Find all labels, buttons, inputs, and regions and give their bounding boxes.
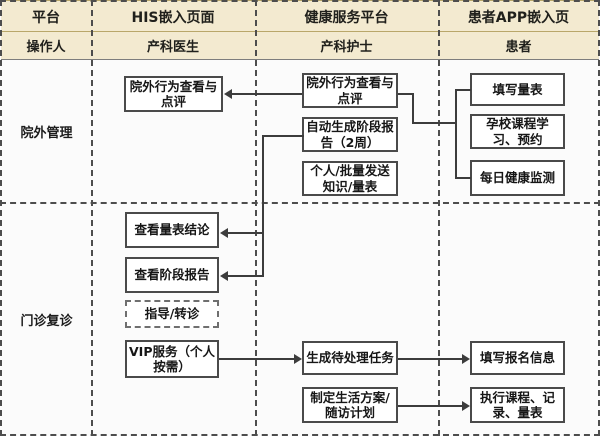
header-operator-label: 操作人 (1, 32, 91, 59)
column-divider-1 (91, 0, 93, 436)
node-app-execute[interactable]: 执行课程、记录、量表 (470, 387, 565, 423)
column-divider-2 (255, 0, 257, 436)
node-hsp-life-plan[interactable]: 制定生活方案/随访计划 (302, 387, 398, 423)
connector-hsp-review-to-his (232, 93, 302, 95)
connector-app-bracket-to-riser (412, 122, 456, 124)
node-his-out-review[interactable]: 院外行为查看与点评 (124, 76, 223, 112)
row-divider-1 (0, 202, 600, 204)
node-app-daily-monitor[interactable]: 每日健康监测 (470, 160, 565, 196)
node-his-view-report[interactable]: 查看阶段报告 (125, 257, 219, 293)
connector-pending-task-to-signup (398, 358, 463, 360)
connector-vip-to-pending-task (219, 358, 295, 360)
column-divider-3 (438, 0, 440, 436)
header-column-health-platform: 健康服务平台 (255, 1, 438, 32)
connector-app-riser (412, 93, 414, 124)
header-column-his: HIS嵌入页面 (91, 1, 255, 32)
node-app-signup[interactable]: 填写报名信息 (470, 341, 565, 375)
connector-to-view-report (228, 275, 264, 277)
header-bottom-rule (1, 59, 599, 60)
row-label-clinic-revisit: 门诊复诊 (20, 313, 73, 329)
node-hsp-out-review[interactable]: 院外行为查看与点评 (302, 73, 398, 108)
header-platform-label: 平台 (1, 1, 91, 32)
node-hsp-send-knowledge[interactable]: 个人/批量发送知识/量表 (302, 161, 398, 196)
arrowhead-to-pending-task (294, 354, 302, 364)
connector-life-plan-to-execute (398, 405, 463, 407)
arrowhead-to-app-signup (462, 354, 470, 364)
arrowhead-to-view-scale (220, 228, 228, 238)
arrowhead-to-his-out-review (224, 89, 232, 99)
row-label-outpatient-management: 院外管理 (20, 126, 73, 141)
node-app-course[interactable]: 孕校课程学习、预约 (470, 114, 565, 149)
connector-auto-report-out (262, 135, 304, 137)
node-hsp-pending-task[interactable]: 生成待处理任务 (302, 341, 398, 375)
arrowhead-to-view-report (220, 271, 228, 281)
header-operator-doctor: 产科医生 (91, 32, 255, 59)
connector-app-bracket-vertical (455, 89, 457, 179)
connector-app-daily-monitor-stub (455, 177, 471, 179)
node-app-fill-scale[interactable]: 填写量表 (470, 73, 565, 106)
node-his-vip-service[interactable]: VIP服务（个人按需） (125, 340, 219, 378)
node-his-view-scale[interactable]: 查看量表结论 (125, 212, 219, 248)
connector-auto-report-riser (262, 135, 264, 277)
header-column-patient-app: 患者APP嵌入页 (438, 1, 599, 32)
connector-app-into-hsp-review (398, 93, 414, 95)
connector-app-fill-scale-stub (455, 89, 471, 91)
header-middle-rule (1, 31, 599, 32)
arrowhead-to-app-execute (462, 401, 470, 411)
header-operator-patient: 患者 (438, 32, 599, 59)
header-operator-nurse: 产科护士 (255, 32, 438, 59)
connector-to-view-scale (228, 232, 264, 234)
node-hsp-auto-report[interactable]: 自动生成阶段报告（2周） (302, 117, 398, 152)
node-his-guide-referral[interactable]: 指导/转诊 (125, 300, 219, 328)
